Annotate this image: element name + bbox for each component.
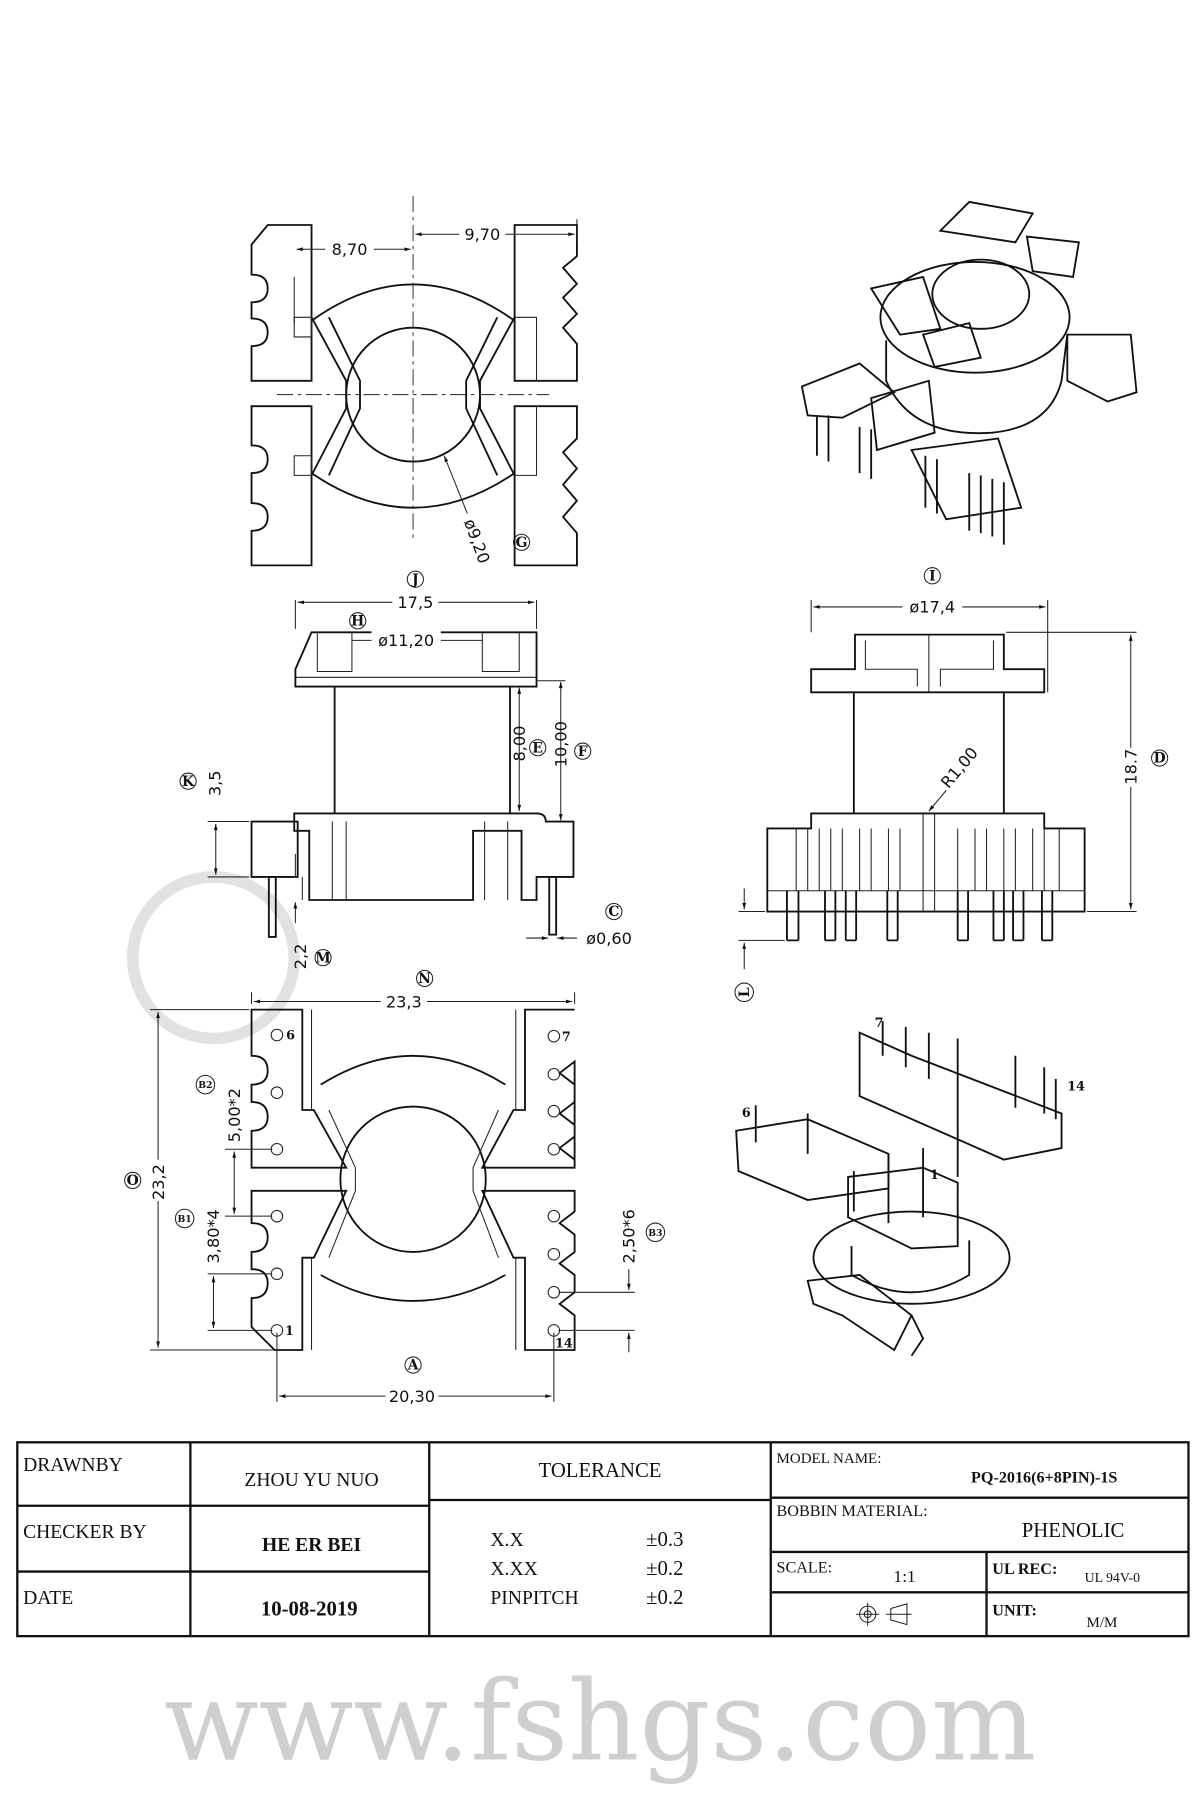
tag-i: I (929, 568, 935, 584)
drawn-by-value: ZHOU YU NUO (244, 1470, 378, 1491)
dim-10-00: 10,00 (552, 721, 571, 767)
iso-pin-label-1: 1 (930, 1167, 939, 1182)
dim-8-00: 8,00 (510, 726, 529, 762)
watermark-text: www.fshgs.com (164, 1658, 1036, 1787)
dim-23-2: 23,2 (149, 1164, 168, 1200)
model-name-value: PQ-2016(6+8PIN)-1S (971, 1470, 1117, 1487)
dim-17-5: 17,5 (397, 593, 433, 612)
tag-c: C (608, 904, 619, 920)
ul-rec-label: UL REC: (992, 1561, 1057, 1578)
projection-symbol-icon (856, 1602, 912, 1626)
bottom-view: 6 1 7 14 23,3 N 23,2 O 5,00*2 B2 3,80*4 … (124, 969, 666, 1406)
tag-b2: B2 (198, 1080, 212, 1091)
iso-pin-label-7: 7 (875, 1015, 884, 1030)
scale-value: 1:1 (894, 1567, 916, 1586)
model-name-label: MODEL NAME: (777, 1451, 882, 1467)
dim-2-2: 2,2 (291, 944, 310, 970)
tag-b1: B1 (178, 1214, 192, 1225)
front-view-pins (786, 890, 1054, 942)
dim-3-5: 3,5 (205, 770, 224, 796)
bottom-view-pin-holes (270, 1028, 561, 1337)
pin-label-6: 6 (286, 1028, 295, 1043)
title-block: DRAWNBY ZHOU YU NUO CHECKER BY HE ER BEI… (16, 1441, 1190, 1638)
tolerance-key: X.XX (490, 1559, 537, 1580)
dim-18-7: 18.7 (1122, 749, 1141, 785)
tag-f: F (578, 744, 588, 760)
scale-label: SCALE: (777, 1560, 833, 1577)
dim-5-00x2: 5,00*2 (225, 1088, 244, 1142)
tag-j: J (410, 572, 419, 588)
tolerance-key: X.X (490, 1530, 523, 1551)
tag-m: M (315, 950, 330, 966)
tag-b3: B3 (648, 1228, 662, 1239)
checker-value: HE ER BEI (262, 1535, 361, 1556)
tolerance-value: ±0.3 (646, 1529, 683, 1551)
tag-k: K (182, 774, 195, 790)
dim-20-30: 20,30 (389, 1387, 435, 1406)
iso-pin-label-6: 6 (742, 1105, 751, 1120)
dim-3-80x4: 3,80*4 (204, 1209, 223, 1263)
iso-pin-label-14: 14 (1067, 1078, 1085, 1093)
pin-label-14: 14 (555, 1336, 573, 1351)
tag-g: G (516, 535, 528, 551)
watermark: www.fshgs.com (126, 871, 1036, 1787)
tag-o: O (127, 1173, 139, 1189)
ul-rec-value: UL 94V-0 (1085, 1570, 1141, 1585)
pin-label-1: 1 (285, 1323, 294, 1338)
front-view-fins (795, 828, 1060, 891)
tag-e: E (532, 740, 543, 756)
side-view: 17,5 J ø11,20 H 8,00 E 10,00 F 3,5 K 2,2… (179, 570, 632, 970)
date-value: 10-08-2019 (261, 1598, 358, 1620)
tolerance-label: TOLERANCE (539, 1460, 662, 1482)
tag-d: D (1154, 751, 1166, 767)
isometric-view-bottom: 7 6 14 1 (735, 1015, 1085, 1357)
tag-h: H (351, 613, 364, 629)
isometric-view-top (800, 200, 1138, 545)
checker-label: CHECKER BY (23, 1522, 147, 1543)
material-label: BOBBIN MATERIAL: (777, 1503, 928, 1520)
tolerance-value: ±0.2 (646, 1587, 683, 1609)
material-value: PHENOLIC (1022, 1520, 1125, 1542)
unit-value: M/M (1087, 1615, 1118, 1631)
dim-2-50x6: 2,50*6 (620, 1209, 639, 1263)
dim-r1-00: R1,00 (937, 743, 982, 791)
tag-l: L (737, 987, 753, 997)
dim-23-3: 23,3 (386, 992, 422, 1011)
dim-8-70: 8,70 (332, 240, 368, 259)
dim-0-60: ø0,60 (586, 929, 632, 948)
tag-n: N (418, 971, 431, 987)
dim-11-20: ø11,20 (378, 631, 434, 650)
drawn-by-label: DRAWNBY (23, 1455, 123, 1476)
dim-bore-diameter: ø9,20 (460, 516, 494, 566)
tolerance-value: ±0.2 (646, 1558, 683, 1580)
date-label: DATE (23, 1588, 73, 1609)
tag-a: A (407, 1358, 419, 1374)
front-view: ø17,4 I R1,00 18.7 D L (734, 567, 1169, 1003)
dim-17-4: ø17,4 (909, 598, 955, 617)
tolerance-key: PINPITCH (490, 1588, 578, 1609)
dim-9-70: 9,70 (464, 225, 500, 244)
unit-label: UNIT: (992, 1602, 1037, 1619)
pin-label-7: 7 (562, 1029, 571, 1044)
top-view: 9,70 8,70 ø9,20 G (250, 196, 579, 567)
